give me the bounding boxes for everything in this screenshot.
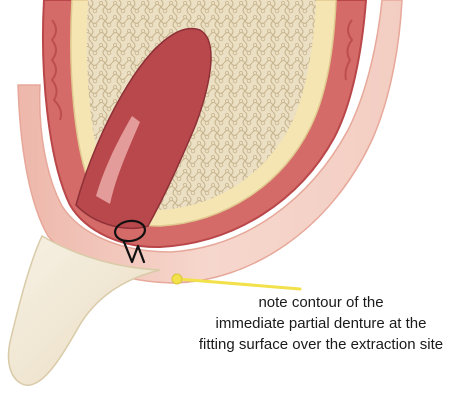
caption-line-3: fitting surface over the extraction site <box>178 334 464 355</box>
yellow-dot-icon <box>172 274 182 284</box>
annotation-caption: note contour of the immediate partial de… <box>178 292 464 355</box>
pointer-line <box>178 279 300 289</box>
caption-line-1: note contour of the <box>178 292 464 313</box>
caption-line-2: immediate partial denture at the <box>178 313 464 334</box>
